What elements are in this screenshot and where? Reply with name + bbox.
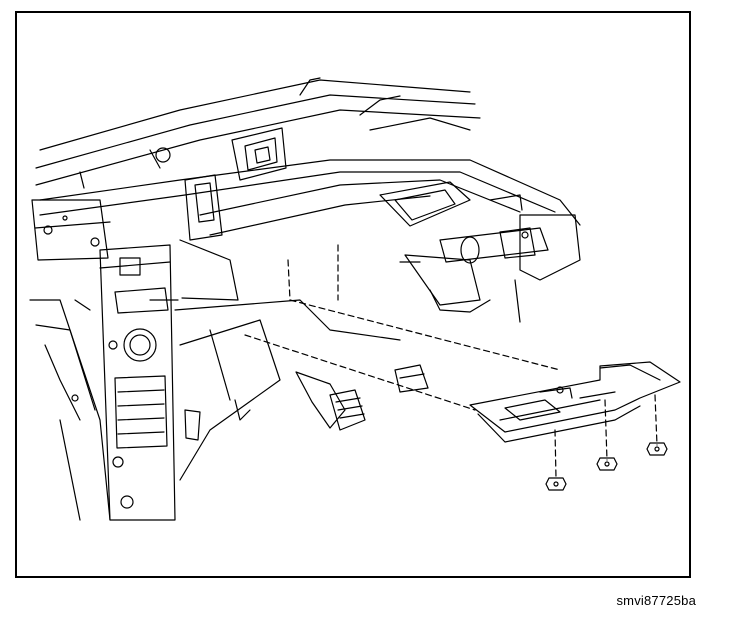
side-panel-vents — [99, 244, 176, 521]
lower-dash-structure — [149, 239, 401, 481]
cross-car-beam — [31, 159, 581, 261]
steering-column — [399, 194, 581, 323]
figure-caption-code: smvi87725ba — [616, 593, 696, 608]
upper-dash-panel — [35, 77, 481, 189]
nut-icon — [596, 457, 618, 471]
left-hinge-pillar — [29, 299, 111, 521]
alignment-leader-lines — [244, 244, 658, 479]
reinforcement-bracket — [469, 361, 681, 443]
pedal-assembly — [295, 364, 429, 431]
fastener-nuts — [545, 442, 668, 491]
nut-icon — [646, 442, 668, 456]
nut-icon — [545, 477, 567, 491]
figure-frame — [15, 11, 691, 578]
